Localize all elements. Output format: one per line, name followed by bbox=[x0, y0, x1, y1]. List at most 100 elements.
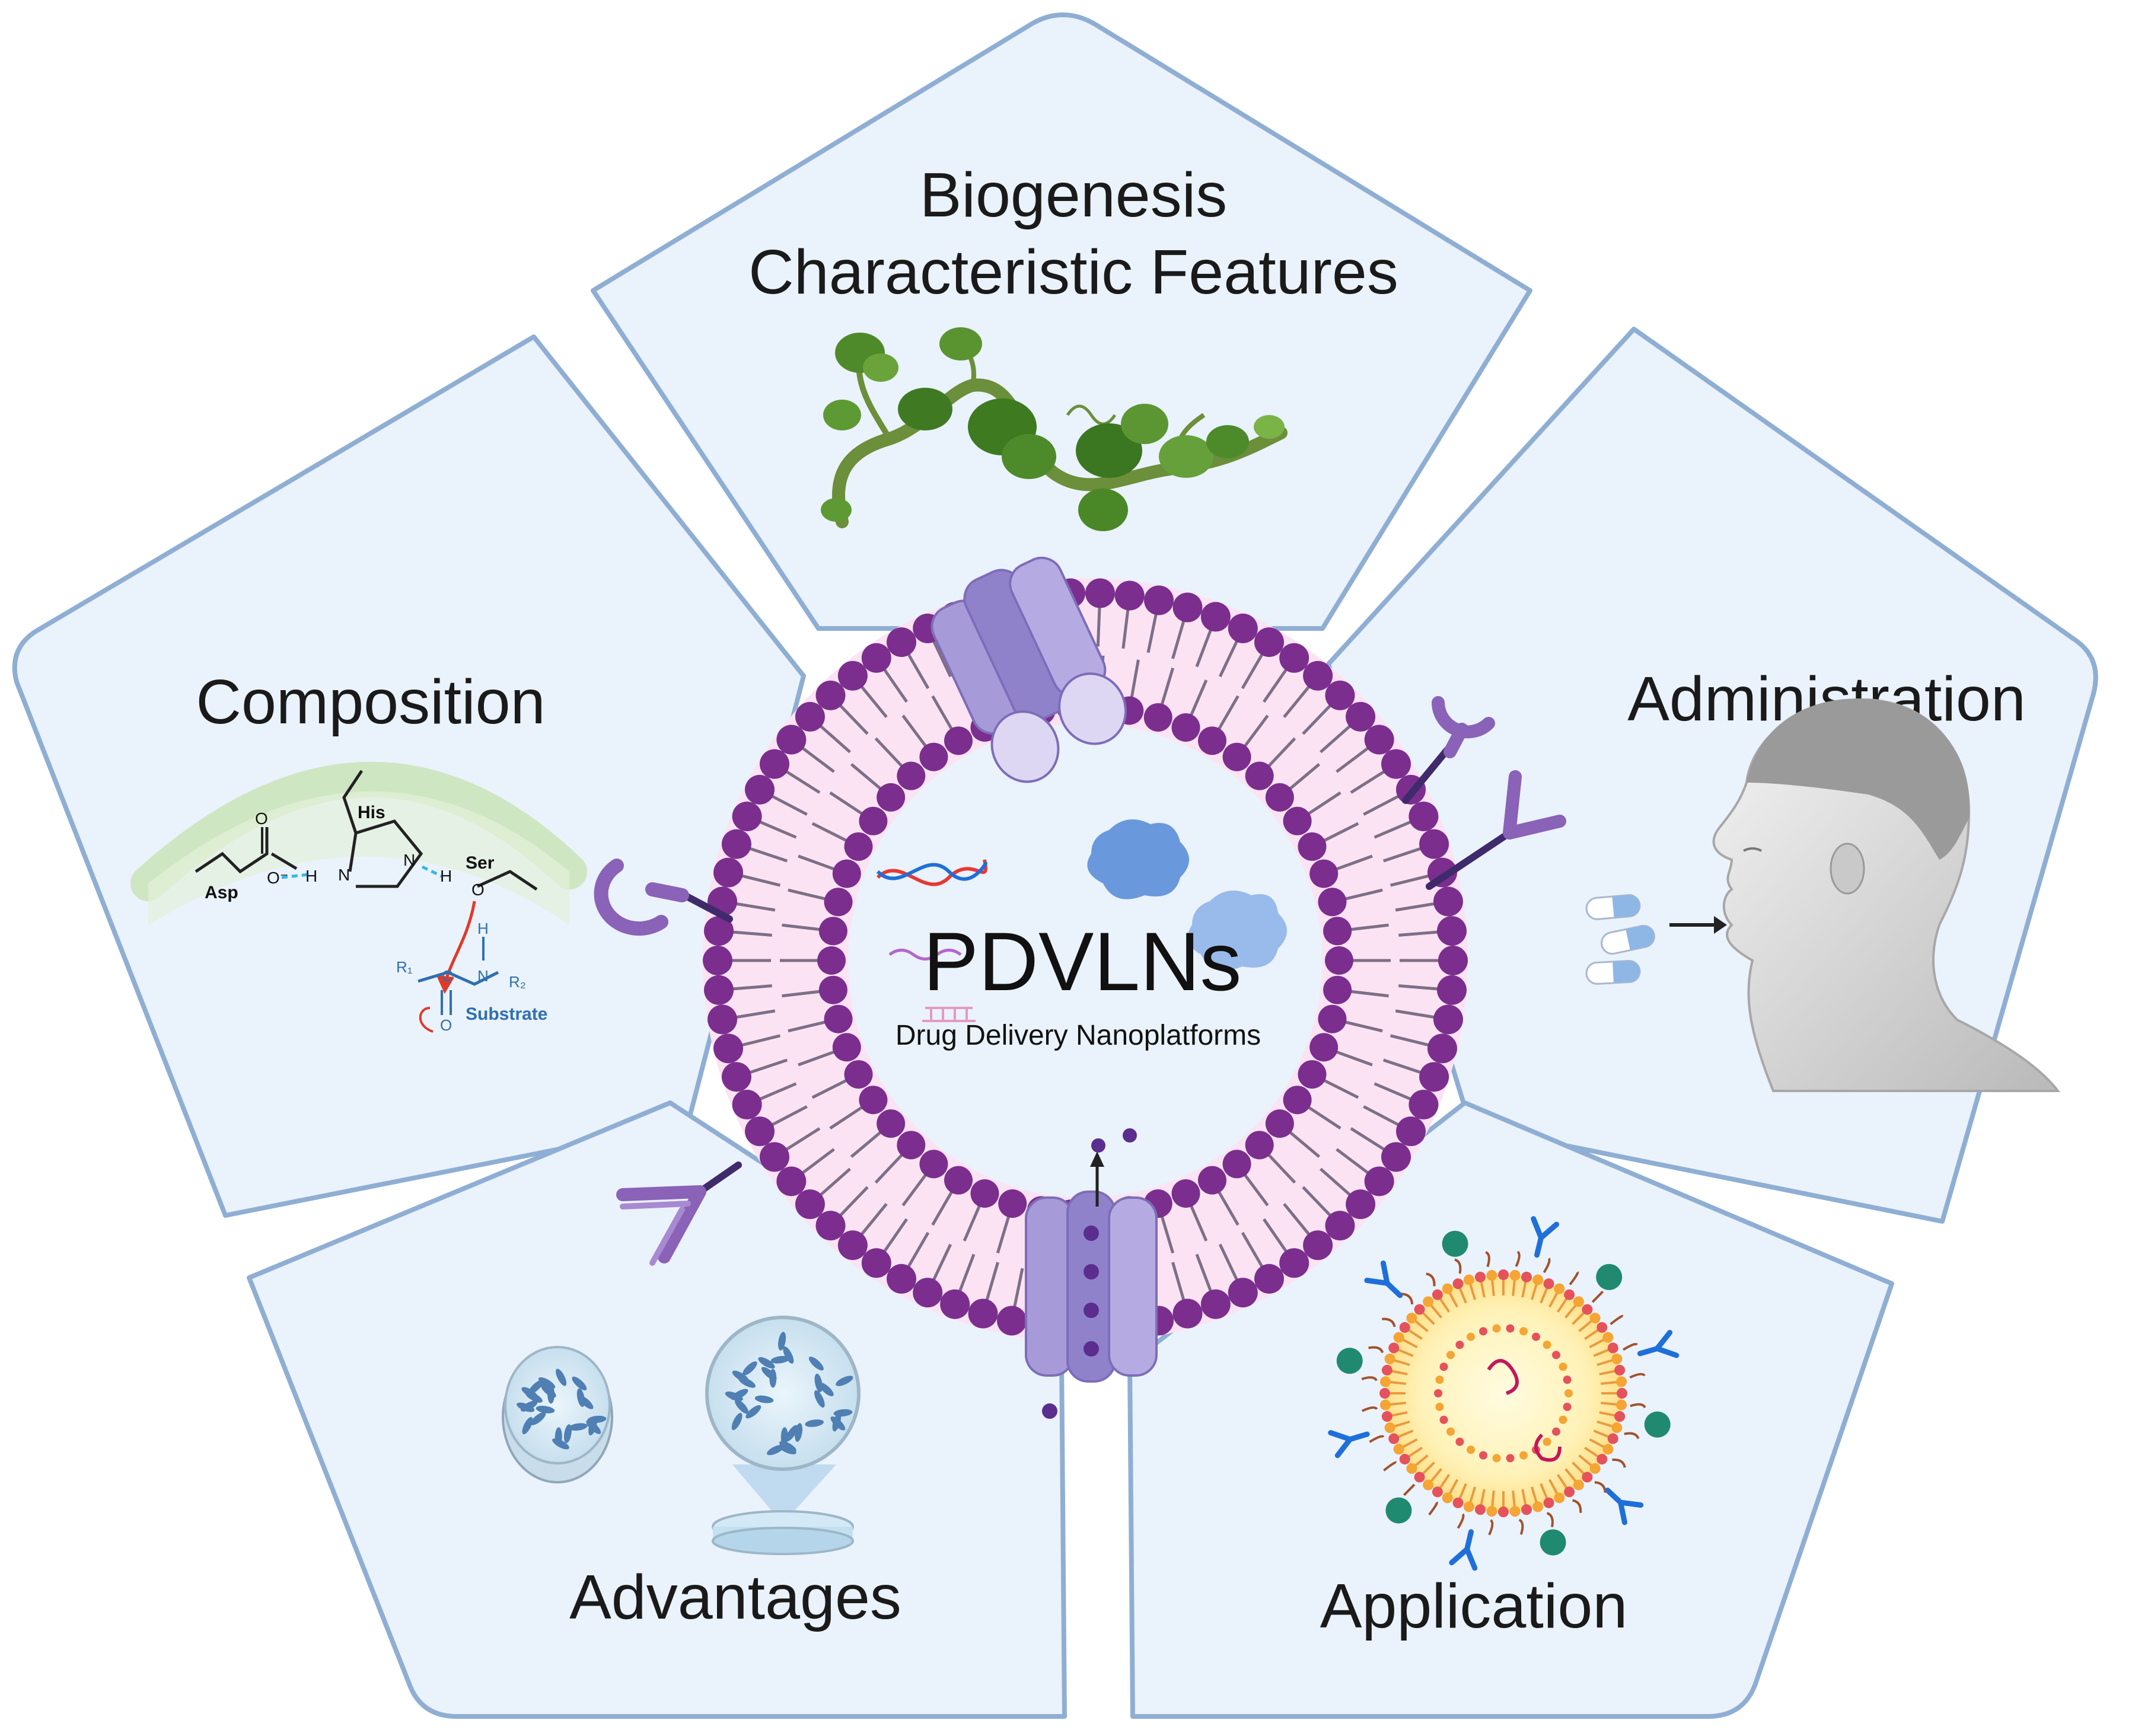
lipid-tail bbox=[874, 1151, 905, 1184]
lipid-head bbox=[1144, 585, 1174, 615]
lnp-peg-chain bbox=[1454, 1258, 1462, 1274]
lipid-tail bbox=[874, 737, 905, 770]
lnp-lipid-tail bbox=[1429, 1303, 1442, 1319]
lnp-peg-chain bbox=[1426, 1272, 1436, 1287]
lipid-head bbox=[877, 1109, 906, 1138]
substrate-label: Substrate bbox=[466, 1004, 547, 1024]
lnp-lipid-head bbox=[1463, 1501, 1474, 1512]
lnp-inner-head bbox=[1434, 1389, 1442, 1397]
rna-strand-icon bbox=[888, 949, 976, 1022]
lipid-head bbox=[776, 1166, 807, 1196]
o-label: O bbox=[255, 809, 268, 828]
lipid-head bbox=[1436, 975, 1467, 1005]
biogenesis-title-line2: Characteristic Features bbox=[748, 237, 1398, 307]
lnp-lipid-head bbox=[1486, 1506, 1497, 1517]
cell bbox=[576, 1388, 585, 1408]
lipid-tail bbox=[1146, 611, 1158, 653]
lnp-lipid-tail bbox=[1512, 1491, 1516, 1510]
magnified-cells-illustration bbox=[705, 1316, 861, 1555]
lnp-lipid-tail bbox=[1601, 1380, 1620, 1385]
lnp-peg-chain bbox=[1403, 1483, 1416, 1496]
cell bbox=[805, 1419, 824, 1427]
receptor-right-upper bbox=[1402, 696, 1495, 804]
petri-dish-illustration bbox=[502, 1346, 613, 1483]
lipid-tail bbox=[1216, 1188, 1239, 1226]
lnp-lipid-tail bbox=[1389, 1369, 1408, 1376]
lipid-tail bbox=[1336, 1148, 1371, 1176]
lipid-tail bbox=[1218, 1243, 1239, 1283]
lipid-head bbox=[795, 1189, 825, 1220]
lnp-lipid-tail bbox=[1490, 1277, 1495, 1296]
lnp-inner-head bbox=[1543, 1341, 1551, 1349]
lipid-head bbox=[1279, 643, 1309, 673]
lipid-tail bbox=[996, 1213, 1011, 1254]
lipid-tail bbox=[747, 846, 788, 863]
lipid-head bbox=[713, 1033, 744, 1064]
lipid-tail bbox=[1333, 1049, 1373, 1067]
lnp-ligand bbox=[1644, 1411, 1671, 1438]
lipid-tail bbox=[1305, 791, 1341, 817]
lnp-lipid-tail bbox=[1391, 1420, 1410, 1428]
lipid-tail bbox=[837, 1186, 869, 1218]
lipid-head bbox=[832, 1033, 861, 1062]
lipid-head bbox=[940, 1289, 970, 1319]
lipid-tail bbox=[734, 1009, 776, 1019]
lipid-tail bbox=[769, 1105, 808, 1128]
lnp-lipid-tail bbox=[1530, 1281, 1538, 1300]
cell bbox=[814, 1390, 825, 1408]
lipid-tail bbox=[1096, 605, 1101, 647]
lnp-inner-head bbox=[1446, 1427, 1455, 1436]
lnp-lipid-head bbox=[1589, 1463, 1601, 1474]
lipid-tail bbox=[850, 763, 884, 792]
lnp-inner-head bbox=[1563, 1402, 1572, 1411]
lnp-lipid-head bbox=[1498, 1507, 1509, 1517]
lipid-head bbox=[1222, 1150, 1251, 1179]
lipid-tail bbox=[1305, 1104, 1341, 1130]
cell bbox=[528, 1380, 543, 1394]
lipid-tail bbox=[901, 714, 929, 749]
lipid-head bbox=[1085, 578, 1115, 608]
antibody-right bbox=[1426, 770, 1566, 890]
lnp-lipid-tail bbox=[1429, 1468, 1442, 1484]
lnp-antibody bbox=[1605, 1488, 1644, 1526]
lipid-tail bbox=[1350, 1127, 1387, 1152]
lipid-head bbox=[944, 1166, 973, 1195]
lnp-peg-chain bbox=[1401, 1293, 1414, 1305]
lipid-head bbox=[859, 806, 888, 835]
lipid-tail bbox=[829, 1104, 865, 1130]
lnp-lipid-tail bbox=[1521, 1489, 1528, 1508]
lipid-head bbox=[1245, 761, 1274, 790]
lnp-lipid-head bbox=[1589, 1313, 1601, 1324]
cell bbox=[833, 1409, 853, 1417]
lipid-head bbox=[1323, 975, 1352, 1004]
lnp-peg-chain bbox=[1624, 1432, 1640, 1440]
lnp-lipid-tail bbox=[1458, 1483, 1467, 1501]
lnp-lipid-head bbox=[1393, 1444, 1404, 1455]
lnp-inner-head bbox=[1435, 1376, 1444, 1384]
cell bbox=[586, 1420, 601, 1434]
lipid-tail bbox=[1188, 1202, 1208, 1242]
lipid-head bbox=[1200, 602, 1231, 632]
application-title: Application bbox=[1320, 1571, 1628, 1641]
lipid-tail bbox=[931, 1188, 955, 1226]
lnp-lipid-tail bbox=[1593, 1429, 1611, 1439]
lnp-lipid-tail bbox=[1387, 1380, 1406, 1385]
lipid-tail bbox=[1374, 819, 1413, 839]
lnp-lipid-head bbox=[1452, 1278, 1464, 1290]
lipid-head bbox=[1427, 1033, 1457, 1064]
lnp-lipid-tail bbox=[1597, 1420, 1615, 1428]
lipid-head bbox=[1309, 859, 1339, 888]
lipid-head bbox=[913, 1278, 943, 1308]
lipid-head bbox=[832, 859, 861, 888]
cell bbox=[540, 1384, 556, 1398]
dna-helix-icon bbox=[876, 859, 987, 886]
lnp-lipid-head bbox=[1602, 1332, 1614, 1343]
lnp-peg-chain bbox=[1546, 1512, 1554, 1527]
lnp-inner-head bbox=[1455, 1341, 1464, 1349]
channel-protein-bottom bbox=[1025, 1128, 1158, 1419]
cell bbox=[572, 1376, 587, 1391]
lnp-lipid-tail bbox=[1593, 1348, 1611, 1357]
lipid-tail bbox=[1283, 684, 1312, 719]
lnp-lipid-head bbox=[1564, 1289, 1575, 1300]
lnp-inner-head bbox=[1467, 1332, 1475, 1341]
